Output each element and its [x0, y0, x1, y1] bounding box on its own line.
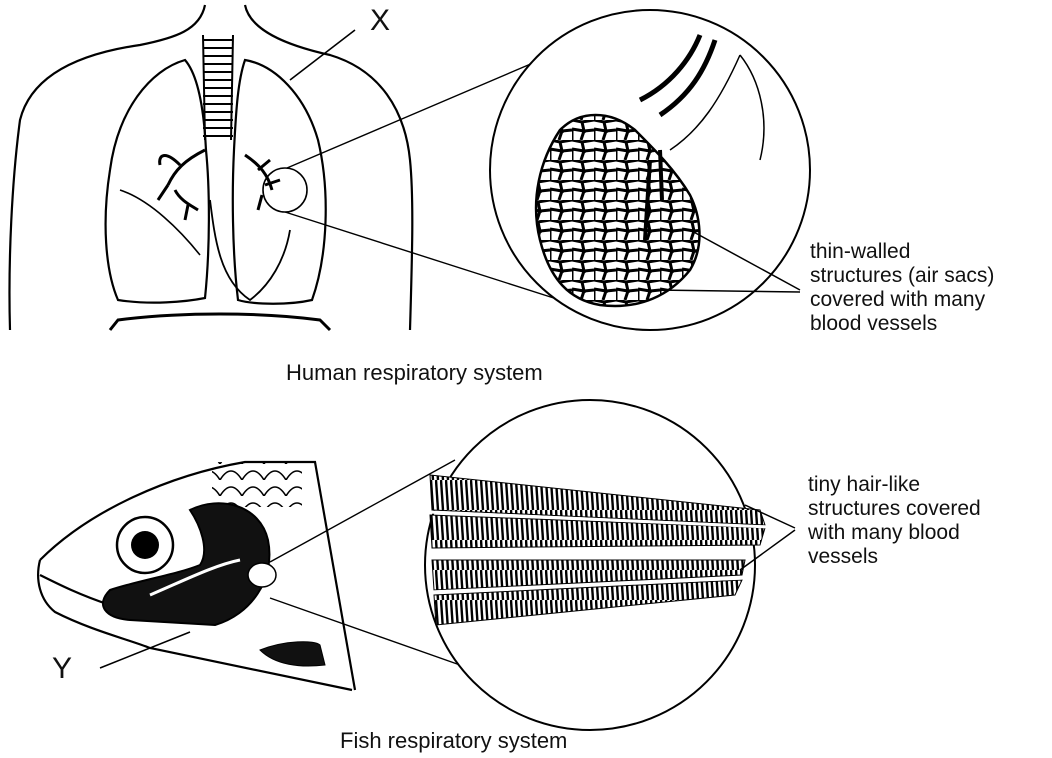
label-y: Y [52, 652, 72, 686]
alveoli-magnified [490, 10, 810, 330]
human-torso [9, 5, 412, 330]
alveoli-note: thin-walled structures (air sacs) covere… [810, 240, 994, 336]
gill-note-line: vessels [808, 545, 981, 569]
alveoli-note-line: thin-walled [810, 240, 994, 264]
heart-outline [210, 200, 290, 300]
right-lung [233, 60, 326, 304]
alveoli-note-line: blood vessels [810, 312, 994, 336]
fish-pectoral-fin [260, 642, 325, 666]
fish-scales [212, 462, 302, 507]
gill-note-line: tiny hair-like [808, 473, 981, 497]
label-x-leader [290, 30, 355, 80]
gill-note: tiny hair-like structures covered with m… [808, 473, 981, 569]
label-x: X [370, 4, 390, 38]
alveoli-note-line: covered with many [810, 288, 994, 312]
gill-note-line: structures covered [808, 497, 981, 521]
alveoli-note-line: structures (air sacs) [810, 264, 994, 288]
left-lung [106, 60, 209, 303]
gill-note-line: with many blood [808, 521, 981, 545]
human-caption: Human respiratory system [286, 360, 543, 386]
label-y-leader [100, 632, 190, 668]
fish-eye [117, 517, 173, 573]
gill-filaments-magnified [425, 400, 770, 730]
trachea [203, 35, 233, 140]
fish-caption: Fish respiratory system [340, 728, 567, 754]
